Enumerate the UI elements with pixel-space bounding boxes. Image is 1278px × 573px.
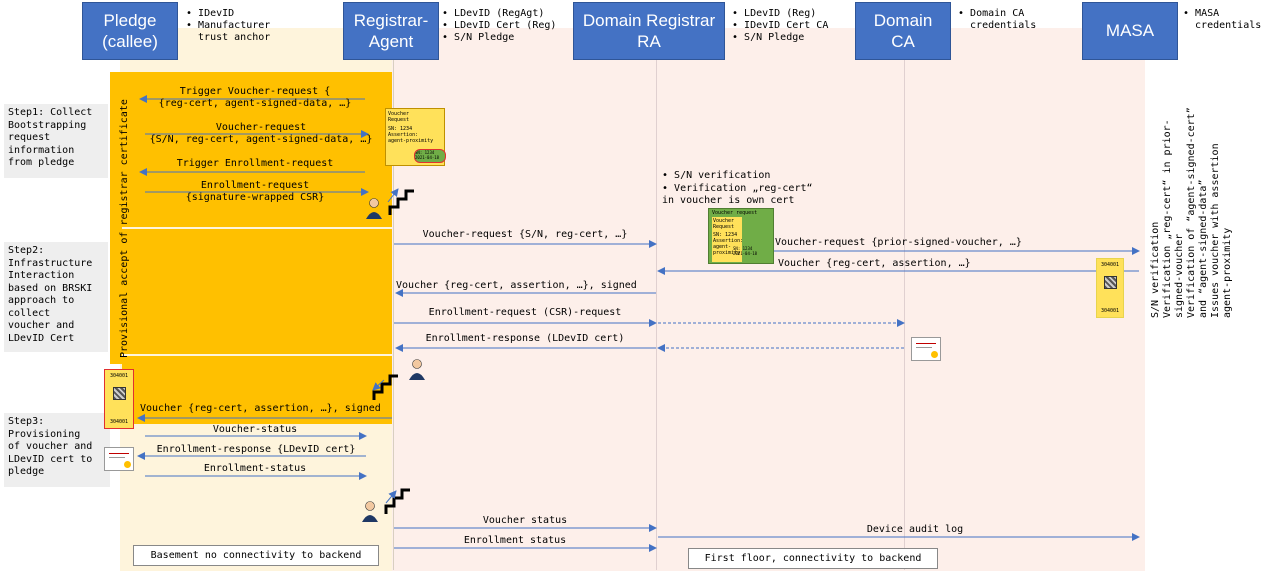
cert-code: 304001: [1100, 308, 1120, 314]
msg-voucher-status: Voucher status: [482, 515, 568, 526]
doc-assertion: Assertion: agent-proximity: [388, 132, 434, 144]
credentials-masa: MASA credentials: [1183, 8, 1261, 32]
lifeline-domain-ca: [904, 60, 905, 570]
stairs-icon: [384, 488, 410, 514]
person-icon: [366, 198, 382, 219]
note-item: Issues voucher with assertion agent-prox…: [1210, 143, 1233, 318]
actor-masa: MASA: [1082, 2, 1178, 60]
doc-title: Voucher Request: [713, 218, 735, 230]
doc-sn: SN: 1234: [388, 126, 413, 132]
msg-enrollment-csr-request: Enrollment-request (CSR)-request: [428, 307, 622, 318]
step3-label: Step3: Provisioning of voucher and LDevI…: [4, 413, 110, 487]
msg-voucher-masa: Voucher {reg-cert, assertion, …}: [778, 258, 971, 269]
ldevid-certificate-icon: [104, 447, 134, 471]
msg-trigger-enrollment-request: Trigger Enrollment-request: [176, 158, 334, 169]
pledge-voucher-certificate-icon: 304001 304001: [104, 369, 134, 429]
cred-item: LDevID (RegAgt): [442, 8, 556, 20]
credentials-domain-registrar: LDevID (Reg) IDevID Cert CA S/N Pledge: [732, 8, 828, 44]
doc-title: Voucher Request: [388, 111, 410, 123]
registrar-verification-notes: S/N verification Verification „reg-cert“…: [662, 170, 813, 208]
msg-device-audit-log: Device audit log: [866, 524, 964, 535]
note-item: Verification „reg-cert“ in prior- signed…: [1162, 119, 1185, 318]
msg-voucher-status-pledge: Voucher-status: [212, 424, 298, 435]
up-arrow-icon: [387, 188, 399, 203]
person-icon: [409, 359, 425, 380]
note-item: Verification „reg-cert“ in voucher is ow…: [662, 183, 813, 208]
qr-code-icon: [112, 387, 126, 400]
pledge-left-strip: [110, 72, 122, 364]
cred-item: S/N Pledge: [442, 32, 556, 44]
doc-sn: SN: 1234: [713, 232, 738, 238]
signed-voucher-request-icon: Voucher request Voucher Request SN: 1234…: [708, 208, 774, 264]
step2-label: Step2: Infrastructure Interaction based …: [4, 242, 108, 352]
phase-block-step2: [122, 229, 392, 354]
basement-floor-label: Basement no connectivity to backend: [133, 545, 379, 566]
phase-block-step1: [122, 72, 392, 227]
credentials-pledge: IDevID Manufacturer trust anchor: [186, 8, 270, 44]
cred-item: S/N Pledge: [732, 32, 828, 44]
masa-voucher-certificate-icon: 304001 304001: [1096, 258, 1124, 318]
cert-code: 304001: [109, 419, 129, 425]
msg-voucher-signed-pledge: Voucher {reg-cert, assertion, …}, signed: [140, 403, 381, 414]
note-item: S/N verification: [1150, 221, 1161, 318]
cred-item: Manufacturer trust anchor: [186, 20, 270, 44]
masa-verification-notes: S/N verification Verification „reg-cert“…: [1150, 107, 1234, 318]
actor-domain-ca: Domain CA: [855, 2, 951, 60]
voucher-request-document-icon: Voucher Request SN: 1234 Assertion: agen…: [385, 108, 446, 166]
credentials-registrar-agent: LDevID (RegAgt) LDevID Cert (Reg) S/N Pl…: [442, 8, 556, 44]
phase-block-step3: [122, 356, 392, 424]
cred-item: Domain CA credentials: [958, 8, 1036, 32]
first-floor-label: First floor, connectivity to backend: [688, 548, 938, 569]
actor-pledge: Pledge (callee): [82, 2, 178, 60]
credentials-domain-ca: Domain CA credentials: [958, 8, 1036, 32]
doc-header: Voucher request: [712, 210, 758, 216]
msg-enrollment-request-pledge: Enrollment-request {signature-wrapped CS…: [185, 180, 325, 203]
msg-voucher-request-masa: Voucher-request {prior-signed-voucher, ……: [775, 237, 1022, 248]
cert-code: 304001: [1100, 262, 1120, 268]
cred-item: MASA credentials: [1183, 8, 1261, 32]
msg-voucher-signed-agent: Voucher {reg-cert, assertion, …}, signed: [396, 280, 637, 291]
ldevid-certificate-icon: [911, 337, 941, 361]
person-icon: [362, 501, 378, 522]
actor-registrar-agent: Registrar- Agent: [343, 2, 439, 60]
backend-area: [392, 28, 1145, 571]
up-arrow-icon: [385, 490, 397, 504]
qr-code-icon: [1103, 276, 1117, 289]
stairs-icon: [372, 374, 398, 400]
msg-enrollment-status: Enrollment status: [463, 535, 567, 546]
lifeline-domain-registrar: [656, 60, 657, 570]
signature-stamp-icon: SN: 1234 2021-04-18: [414, 149, 446, 163]
cred-item: IDevID Cert CA: [732, 20, 828, 32]
note-item: S/N verification: [662, 170, 813, 183]
msg-enrollment-response-pledge: Enrollment-response {LDevID cert}: [156, 444, 356, 455]
msg-voucher-request-registrar: Voucher-request {S/N, reg-cert, …}: [422, 229, 628, 240]
cred-item: LDevID Cert (Reg): [442, 20, 556, 32]
msg-trigger-voucher-request: Trigger Voucher-request { {reg-cert, age…: [158, 86, 352, 109]
signature-stamp-icon: SN: 1234 2021-04-18: [733, 246, 758, 256]
msg-voucher-request-pledge: Voucher-request {S/N, reg-cert, agent-si…: [149, 122, 373, 145]
msg-enrollment-response-ldevid: Enrollment-response (LDevID cert): [425, 333, 625, 344]
msg-enrollment-status-pledge: Enrollment-status: [203, 463, 307, 474]
down-arrow-icon: [372, 379, 385, 391]
stairs-icon: [388, 189, 414, 215]
cred-item: IDevID: [186, 8, 270, 20]
actor-domain-registrar: Domain Registrar RA: [573, 2, 725, 60]
lifeline-registrar-agent: [393, 60, 394, 570]
step1-label: Step1: Collect Bootstrapping request inf…: [4, 104, 108, 178]
note-item: Verification of “agent-signed-cert” and …: [1186, 107, 1209, 318]
cred-item: LDevID (Reg): [732, 8, 828, 20]
doc-assertion: Assertion: agent- proximity: [713, 238, 744, 256]
cert-code: 304001: [109, 373, 129, 379]
